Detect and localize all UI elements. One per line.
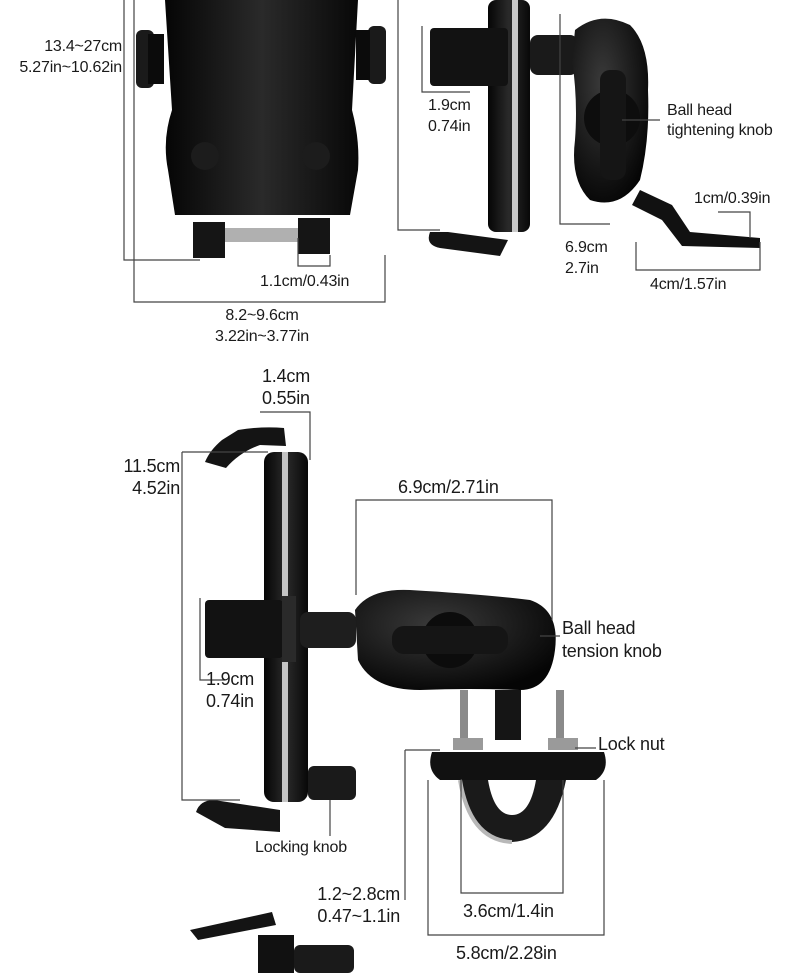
body-width-in: 3.22in~3.77in (215, 328, 309, 345)
height-cm: 11.5cm (123, 456, 181, 476)
inner-width-label: 3.6cm/1.4in (463, 901, 554, 921)
arm-span-label: 6.9cm/2.71in (398, 477, 499, 497)
top-clamp-depth-cm: 1.9cm (428, 97, 471, 114)
holder-side-view (428, 0, 760, 256)
mount-side-view (190, 427, 606, 973)
ball-knob-label-line1: Ball head (667, 102, 732, 119)
arm-length-label: 4cm/1.57in (650, 276, 727, 293)
holder-front-view (136, 0, 386, 258)
lock-nut-label: Lock nut (598, 734, 665, 754)
bottom-clamp-depth-in: 0.74in (206, 691, 254, 711)
hook-depth-in: 0.55in (262, 388, 310, 408)
tension-knob-label-line1: Ball head (562, 618, 636, 638)
body-width-cm: 8.2~9.6cm (225, 307, 299, 324)
dimension-lines (123, 0, 761, 936)
tension-knob-label-line2: tension knob (562, 641, 662, 661)
arm-height-cm: 6.9cm (565, 239, 608, 256)
bar-range-cm: 1.2~2.8cm (317, 884, 400, 904)
ball-knob-label-line2: tightening knob (667, 122, 773, 139)
holder-width-cm: 13.4~27cm (44, 38, 122, 55)
arm-tip-label: 1cm/0.39in (694, 190, 771, 207)
top-clamp-depth-in: 0.74in (428, 118, 471, 135)
hook-depth-cm: 1.4cm (262, 366, 311, 386)
height-in: 4.52in (132, 478, 180, 498)
bar-range-in: 0.47~1.1in (317, 906, 400, 926)
outer-width-label: 5.8cm/2.28in (456, 943, 557, 963)
bottom-clamp-depth-cm: 1.9cm (206, 669, 255, 689)
holder-width-in: 5.27in~10.62in (19, 59, 122, 76)
arm-height-in: 2.7in (565, 260, 599, 277)
locking-knob-label: Locking knob (255, 839, 347, 856)
foot-width-label: 1.1cm/0.43in (260, 273, 350, 290)
